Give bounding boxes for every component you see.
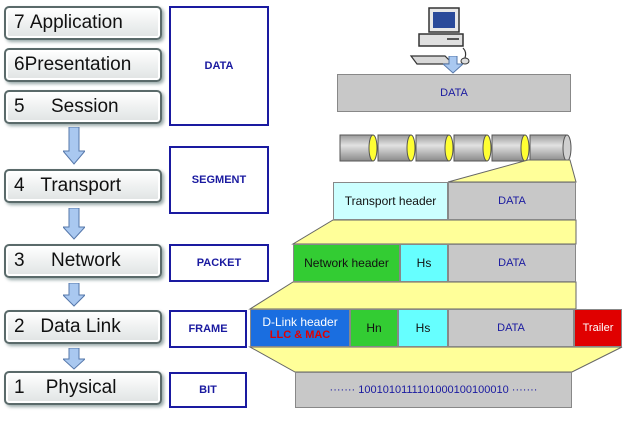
layer-application: 7 Application bbox=[4, 6, 162, 40]
pdu-label: FRAME bbox=[188, 323, 228, 335]
pdu-segment: SEGMENT bbox=[169, 146, 269, 214]
transport-data-label: DATA bbox=[498, 195, 526, 207]
data-bar: DATA bbox=[337, 74, 571, 112]
pdu-bit: BIT bbox=[169, 372, 247, 408]
layer-number: 3 bbox=[14, 250, 25, 271]
layer-number: 7 bbox=[14, 12, 25, 33]
network-hs: Hs bbox=[400, 244, 448, 282]
trailer-label: Trailer bbox=[582, 322, 614, 334]
llc-mac-label: LLC & MAC bbox=[269, 329, 331, 341]
layer-number: 4 bbox=[14, 175, 25, 196]
layer-network: 3 Network bbox=[4, 244, 162, 278]
arrow-down-icon bbox=[63, 348, 85, 370]
arrow-down-icon bbox=[443, 56, 463, 74]
layer-physical: 1 Physical bbox=[4, 371, 162, 405]
data-bar-label: DATA bbox=[440, 87, 468, 99]
hn-label: Hn bbox=[366, 321, 382, 335]
arrow-down-icon bbox=[63, 283, 85, 307]
layer-name: Presentation bbox=[24, 54, 132, 75]
pdu-data: DATA bbox=[169, 6, 269, 126]
arrow-down-icon bbox=[63, 127, 85, 165]
bit-stream-label: ······· 1001010111101000100100010 ······… bbox=[329, 384, 538, 396]
network-header: Network header bbox=[293, 244, 400, 282]
frame-hn: Hn bbox=[350, 309, 398, 347]
layer-number: 5 bbox=[14, 96, 25, 117]
layer-session: 5 Session bbox=[4, 90, 162, 124]
network-data-label: DATA bbox=[498, 257, 526, 269]
network-data: DATA bbox=[448, 244, 576, 282]
layer-name: Physical bbox=[45, 377, 117, 398]
dlink-header-label: D-Link header bbox=[262, 315, 338, 329]
pdu-frame: FRAME bbox=[169, 310, 247, 348]
arrow-down-icon bbox=[63, 208, 85, 240]
dlink-header: D-Link header LLC & MAC bbox=[250, 309, 350, 347]
hs-label: Hs bbox=[416, 256, 432, 270]
pdu-label: PACKET bbox=[196, 257, 242, 269]
layer-name: Network bbox=[50, 250, 121, 271]
frame-hs: Hs bbox=[398, 309, 448, 347]
network-header-label: Network header bbox=[304, 256, 389, 270]
pdu-label: SEGMENT bbox=[191, 174, 247, 186]
layer-transport: 4 Transport bbox=[4, 169, 162, 203]
bit-stream: ······· 1001010111101000100100010 ······… bbox=[295, 372, 572, 408]
segments-cylinders bbox=[339, 134, 572, 162]
layer-datalink: 2 Data Link bbox=[4, 310, 162, 344]
hs-label: Hs bbox=[415, 321, 431, 335]
pdu-label: DATA bbox=[204, 60, 234, 72]
layer-number: 6 bbox=[14, 54, 25, 75]
transport-header-label: Transport header bbox=[344, 194, 437, 208]
layer-name: Transport bbox=[40, 175, 122, 196]
computer-icon bbox=[409, 7, 470, 65]
layer-name: Application bbox=[29, 12, 123, 33]
layer-name: Data Link bbox=[40, 316, 121, 337]
pdu-label: BIT bbox=[199, 384, 217, 396]
layer-number: 2 bbox=[14, 316, 25, 337]
layer-number: 1 bbox=[14, 377, 25, 398]
transport-data: DATA bbox=[448, 182, 576, 220]
frame-data: DATA bbox=[448, 309, 574, 347]
layer-name: Session bbox=[50, 96, 119, 117]
transport-header: Transport header bbox=[333, 182, 448, 220]
pdu-packet: PACKET bbox=[169, 244, 269, 282]
frame-data-label: DATA bbox=[497, 322, 525, 334]
frame-trailer: Trailer bbox=[574, 309, 622, 347]
